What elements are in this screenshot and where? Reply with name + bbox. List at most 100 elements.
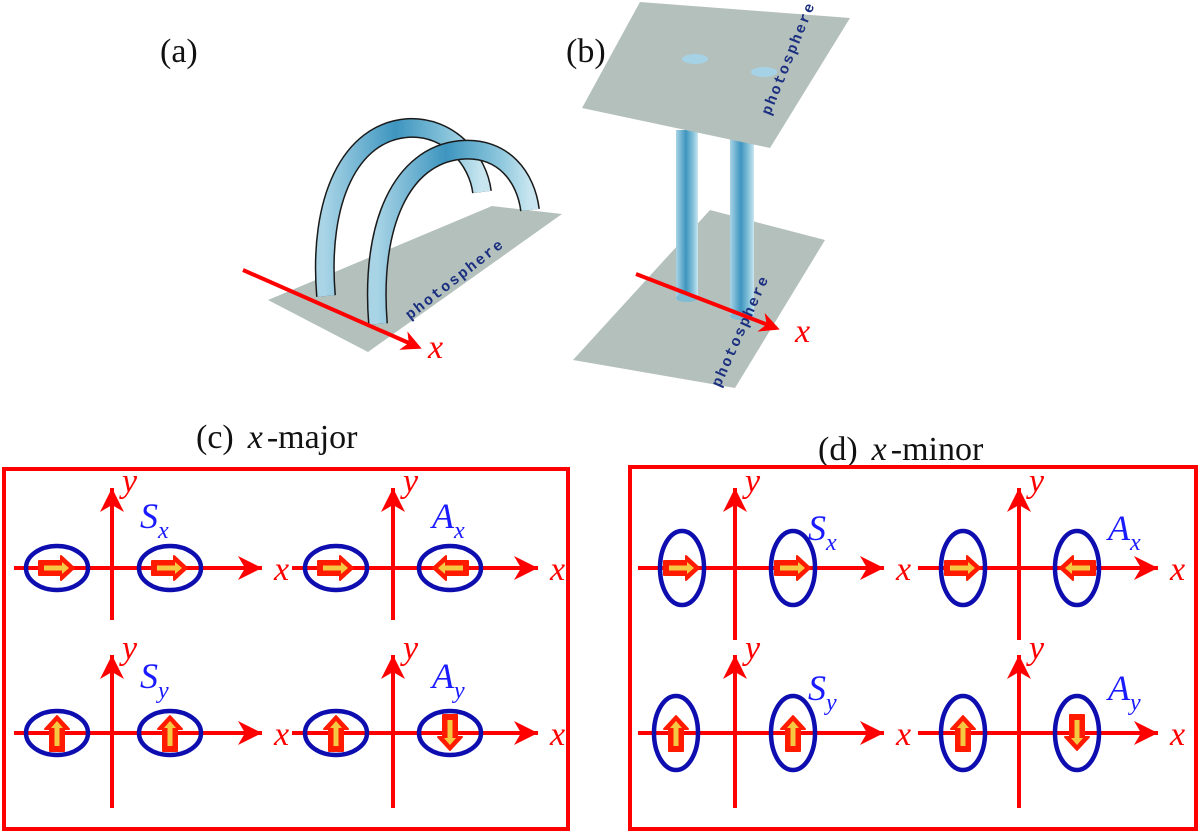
field-arrow-up-icon — [663, 715, 689, 752]
x-axis-head — [238, 556, 262, 580]
field-arrow-right-icon — [151, 555, 188, 581]
field-arrow-left-icon — [1059, 555, 1096, 581]
mode-label: Ax — [430, 496, 465, 544]
panel-d-title-suffix: -minor — [891, 431, 984, 468]
panel-c-title: (c) x -major — [196, 419, 358, 456]
y-axis-head — [381, 655, 405, 679]
field-arrow-right-icon — [663, 555, 700, 581]
panel-d-title: (d) x -minor — [818, 431, 984, 468]
y-axis-label: y — [1026, 463, 1045, 500]
flux-tube-cross-section — [302, 543, 370, 593]
mode-label: Sx — [140, 496, 169, 544]
y-axis-label: y — [742, 630, 761, 667]
flux-tube-cross-section — [1052, 528, 1102, 608]
mode-Ax: x yAx — [918, 463, 1185, 640]
x-axis-label: x — [895, 716, 911, 753]
mode-label: Sy — [808, 668, 837, 716]
x-axis-arrow-b — [635, 272, 780, 332]
x-axis-label: x — [273, 716, 289, 753]
field-arrow-down-icon — [1064, 714, 1090, 751]
panel-b: (b) photosphere photosphere x — [566, 0, 850, 390]
x-axis-head — [514, 721, 538, 745]
x-axis-label: x — [427, 329, 443, 366]
y-axis-label: y — [119, 630, 138, 667]
mode-Sx: x ySx — [14, 463, 289, 620]
panel-c-frame — [2, 467, 570, 831]
flux-tube-cross-section — [938, 693, 988, 773]
y-axis-head — [381, 488, 405, 512]
x-axis-head — [860, 556, 884, 580]
flux-tube-cross-section — [136, 543, 204, 593]
y-axis-label: y — [742, 463, 761, 500]
y-axis-label: y — [400, 463, 419, 500]
field-arrow-right-icon — [944, 555, 981, 581]
mode-label: Sy — [140, 656, 169, 704]
flux-tube-cross-section — [302, 708, 370, 758]
photosphere-plane-top — [582, 2, 850, 148]
y-axis-label: y — [119, 463, 138, 500]
mode-Ay: x yAy — [918, 630, 1185, 808]
x-axis-label: x — [1169, 551, 1185, 588]
panel-a: (a) photosphere x — [160, 33, 562, 366]
mode-Sx: x ySx — [638, 463, 911, 640]
tube-footpoint-left — [682, 54, 708, 64]
y-axis-head — [1007, 488, 1031, 512]
panel-c-title-suffix: -major — [267, 419, 358, 456]
x-axis-arrow — [242, 268, 422, 350]
y-axis-head — [100, 655, 124, 679]
mode-label: Ax — [1106, 508, 1141, 556]
flux-tube-cross-section — [136, 708, 204, 758]
y-axis-head — [100, 488, 124, 512]
flux-tube-cross-section — [651, 693, 701, 773]
field-arrow-right-icon — [774, 555, 811, 581]
y-axis-head — [723, 655, 747, 679]
photosphere-plane — [268, 206, 562, 352]
flux-tube-cross-section — [416, 543, 484, 593]
x-axis-head — [238, 721, 262, 745]
y-axis-head — [1007, 655, 1031, 679]
x-axis-head — [1134, 556, 1158, 580]
mode-Sy: x ySy — [638, 630, 911, 808]
panel-d-label: (d) — [818, 431, 858, 468]
field-arrow-down-icon — [437, 714, 463, 751]
panel-b-label: (b) — [566, 33, 606, 70]
flux-tube-left — [676, 130, 698, 300]
x-axis-label: x — [549, 551, 565, 588]
mode-label: Ay — [430, 656, 465, 704]
panel-c-label: (c) — [196, 419, 234, 456]
panel-c-title-var: x — [247, 419, 263, 456]
field-arrow-up-icon — [323, 715, 349, 752]
field-arrow-up-icon — [157, 715, 183, 752]
x-axis-label-b: x — [794, 313, 810, 350]
field-arrow-left-icon — [432, 555, 469, 581]
flux-tube-cross-section — [938, 528, 988, 608]
x-axis-label: x — [1169, 716, 1185, 753]
x-axis-label: x — [895, 551, 911, 588]
panel-a-label: (a) — [160, 33, 198, 70]
y-axis-head — [723, 488, 747, 512]
flux-tube-cross-section — [23, 543, 91, 593]
x-axis-head — [514, 556, 538, 580]
y-axis-label: y — [1026, 630, 1045, 667]
x-axis-label: x — [273, 551, 289, 588]
mode-label: Ay — [1106, 668, 1141, 716]
field-arrow-up-icon — [950, 715, 976, 752]
mode-label: Sx — [808, 508, 837, 556]
field-arrow-right-icon — [38, 555, 75, 581]
flux-tube-cross-section — [768, 693, 818, 773]
field-arrow-up-icon — [780, 715, 806, 752]
y-axis-label: y — [400, 630, 419, 667]
flux-tube-right — [730, 130, 754, 318]
panel-d-frame — [628, 465, 1198, 831]
flux-tube-cross-section — [768, 528, 818, 608]
flux-tube-cross-section — [416, 708, 484, 758]
x-axis-head — [1134, 721, 1158, 745]
tube-footpoint-right — [751, 67, 777, 77]
field-arrow-up-icon — [44, 715, 70, 752]
